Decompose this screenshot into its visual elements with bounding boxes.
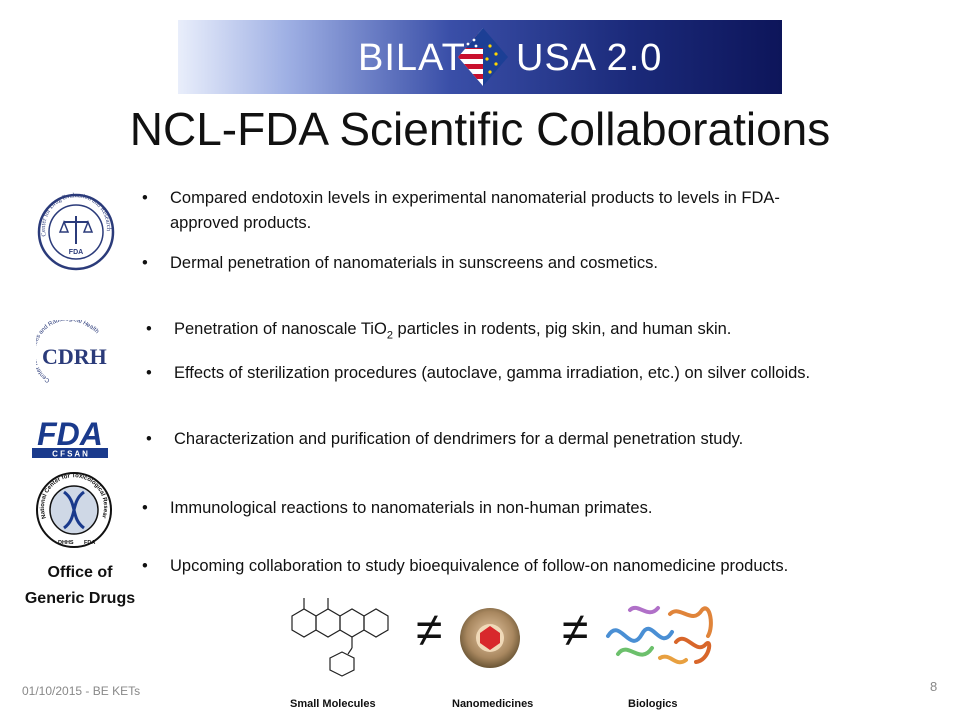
bullet-item: • Upcoming collaboration to study bioequ… — [142, 554, 882, 579]
bullet-text: Upcoming collaboration to study bioequiv… — [170, 557, 789, 575]
not-equal-sign: ≠ — [562, 604, 589, 657]
nanomedicine-particle-image — [460, 608, 520, 668]
figure-caption: Nanomedicines — [452, 698, 534, 710]
biologics-protein-image — [606, 606, 713, 665]
bullet-item: • Compared endotoxin levels in experimen… — [142, 186, 842, 236]
cfsan-logo: FDA C F S A N — [30, 415, 110, 459]
cdrh-logo: Center for Devices and Radiological Heal… — [36, 320, 107, 383]
bullet-item: • Dermal penetration of nanomaterials in… — [142, 251, 722, 276]
bullet-dot: • — [146, 430, 152, 448]
bullet-dot: • — [146, 320, 152, 338]
bullet-text: Compared endotoxin levels in experimenta… — [170, 189, 780, 232]
us-eu-flag-icon — [458, 28, 508, 86]
bullet-text: Immunological reactions to nanomaterials… — [170, 499, 653, 517]
small-molecule-structure-image — [291, 598, 389, 677]
header-banner: BILAT USA 2.0 — [178, 20, 782, 94]
not-equal-sign: ≠ — [416, 604, 443, 657]
banner-right-text: USA 2.0 — [516, 37, 663, 79]
bullet-dot: • — [142, 254, 148, 272]
cdrh-letters: CDRH — [42, 344, 107, 369]
cfsan-sub-text: C F S A N — [52, 450, 88, 459]
footer-date: 01/10/2015 - BE KETs — [22, 684, 141, 698]
bullet-dot: • — [142, 189, 148, 207]
nctr-bottom-left: DHHS — [58, 540, 74, 546]
nctr-bottom-right: FDA — [84, 540, 95, 546]
bullet-item: • Effects of sterilization procedures (a… — [146, 364, 946, 383]
subscript: 2 — [386, 329, 393, 342]
bullet-text: Dermal penetration of nanomaterials in s… — [170, 254, 658, 272]
cder-seal-logo: Center for Drug Evaluation and Research … — [37, 192, 115, 271]
bullet-text: Penetration of nanoscale TiO2 particles … — [146, 317, 946, 348]
bullet-text-part: particles in rodents, pig skin, and huma… — [392, 320, 732, 338]
figure-caption: Small Molecules — [290, 698, 376, 710]
cder-inner-text: FDA — [69, 249, 83, 256]
slide-title: NCL-FDA Scientific Collaborations — [129, 103, 831, 155]
office-of-generic-drugs-label: Office of Generic Drugs — [24, 564, 136, 607]
bullet-text-part: Penetration of nanoscale TiO — [174, 320, 387, 338]
banner-left-text: BILAT — [358, 37, 466, 79]
bullet-dot: • — [142, 499, 148, 517]
bullet-item: • Immunological reactions to nanomateria… — [142, 496, 942, 521]
bullet-dot: • — [142, 557, 148, 575]
bullet-text: Characterization and purification of den… — [174, 430, 744, 448]
bullet-item: • Penetration of nanoscale TiO2 particle… — [146, 317, 946, 348]
cfsan-main-text: FDA — [37, 416, 103, 452]
bullet-dot: • — [146, 364, 152, 382]
bullet-text: Effects of sterilization procedures (aut… — [174, 364, 811, 382]
page-number: 8 — [930, 679, 938, 694]
figure-caption: Biologics — [628, 698, 678, 710]
bullet-item: • Characterization and purification of d… — [146, 427, 946, 452]
nctr-seal-logo: National Center for Toxicological Resear… — [34, 470, 112, 548]
